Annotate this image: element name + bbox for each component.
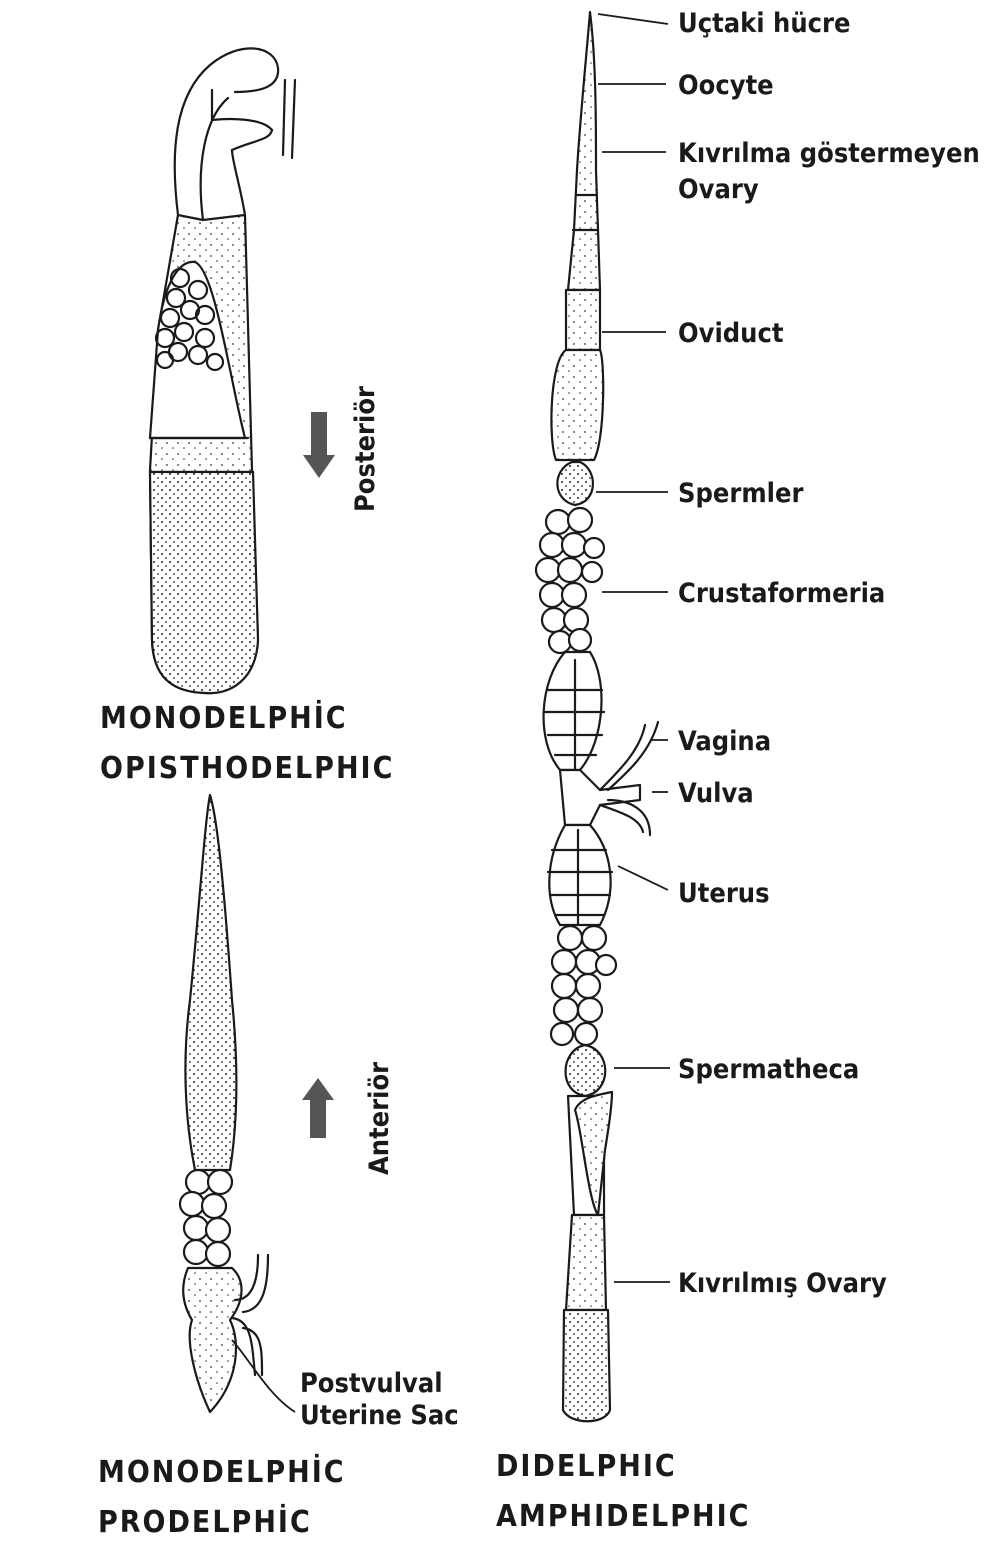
prodelphic-gonad	[180, 795, 268, 1412]
opistho-caption-line2: OPISTHODELPHIC	[100, 751, 394, 786]
label-spermatheca: Spermatheca	[678, 1054, 859, 1085]
label-oocyte: Oocyte	[678, 70, 774, 101]
postvulval-label-line1: Postvulval	[300, 1368, 443, 1399]
didel-caption-line2: AMPHIDELPHIC	[496, 1499, 750, 1534]
didelphic-gonad	[536, 12, 658, 1421]
prodel-caption-line2: PRODELPHİC	[98, 1504, 312, 1540]
posterior-indicator: Posteriör	[303, 386, 381, 512]
label-tip-cell: Uçtaki hücre	[678, 8, 851, 39]
opisthodelphic-gonad	[150, 48, 295, 693]
didel-caption-line1: DIDELPHIC	[496, 1449, 677, 1484]
label-sperm: Spermler	[678, 478, 803, 509]
up-arrow-icon	[302, 1078, 334, 1138]
label-crustaformeria: Crustaformeria	[678, 578, 885, 609]
label-vagina: Vagina	[678, 726, 771, 757]
didelphic-leaders	[596, 14, 670, 1282]
anterior-label: Anteriör	[364, 1062, 395, 1175]
prodel-caption-line1: MONODELPHİC	[98, 1454, 346, 1490]
label-vulva: Vulva	[678, 778, 754, 809]
posterior-label: Posteriör	[350, 386, 381, 512]
postvulval-label-line2: Uterine Sac	[300, 1400, 459, 1431]
down-arrow-icon	[303, 412, 335, 478]
opistho-caption-line1: MONODELPHİC	[100, 700, 348, 736]
prodel-ovary	[185, 795, 236, 1170]
label-flexed-ovary: Kıvrılmış Ovary	[678, 1268, 887, 1299]
label-oviduct: Oviduct	[678, 318, 784, 349]
anterior-indicator: Anteriör	[302, 1062, 395, 1175]
label-unflexed-ovary-line1: Kıvrılma göstermeyen	[678, 138, 980, 169]
label-uterus: Uterus	[678, 878, 770, 909]
label-unflexed-ovary-line2: Ovary	[678, 174, 759, 205]
